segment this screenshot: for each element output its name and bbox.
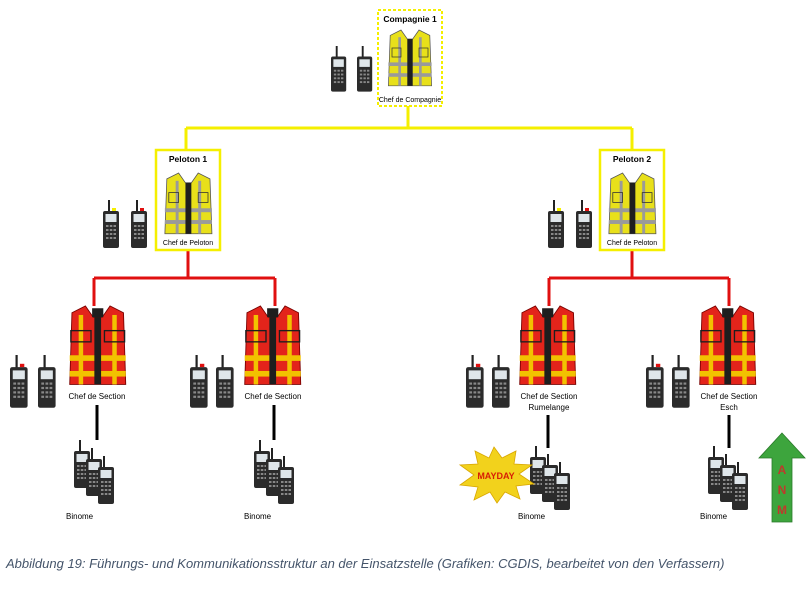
anm-letter-m: M [777, 503, 787, 517]
binome-label: Binome [244, 512, 272, 521]
mayday-text: MAYDAY [477, 471, 514, 481]
radio-handset-icon [646, 355, 664, 408]
platoon-role: Chef de Peloton [163, 240, 213, 247]
binome-group-4: Binome [700, 446, 748, 521]
binome-label: Binome [66, 512, 94, 521]
binome-group-1: Binome [66, 440, 114, 521]
radio-handset-icon [103, 200, 119, 248]
mayday-burst-icon [458, 446, 536, 504]
platoon-node-2: Peloton 2 Chef de Peloton [548, 148, 666, 252]
anm-arrow: A N M [758, 432, 806, 523]
binome-group-3: Binome [518, 446, 570, 521]
red-vest-icon [244, 305, 302, 386]
platoon-title: Peloton 2 [613, 154, 652, 164]
section-node-4: Chef de Section Esch [646, 305, 758, 412]
radio-handset-icon [672, 355, 690, 408]
anm-letter-a: A [778, 463, 787, 477]
platoon-title: Peloton 1 [169, 154, 208, 164]
command-structure-diagram: Compagnie 1 Chef de Compagnie Peloton 1 … [0, 9, 806, 523]
company-role: Chef de Compagnie [379, 97, 441, 104]
platoon-node-1: Peloton 1 Chef de Peloton [103, 148, 222, 252]
radio-handset-icon [131, 200, 147, 248]
radio-handset-icon [190, 355, 208, 408]
radio-handset-icon [38, 355, 56, 408]
section-role: Chef de Section [521, 392, 578, 401]
section-location: Esch [720, 403, 738, 412]
radio-handset-icon [548, 200, 564, 248]
radio-handset-icon [357, 46, 373, 92]
anm-letter-n: N [778, 483, 787, 497]
up-arrow-icon [758, 432, 806, 523]
company-title: Compagnie 1 [383, 14, 437, 24]
section-role: Chef de Section [701, 392, 758, 401]
binome-label: Binome [700, 512, 728, 521]
radio-handset-icon [492, 355, 510, 408]
radio-handset-icon [576, 200, 592, 248]
binome-label: Binome [518, 512, 546, 521]
radio-handset-icon [10, 355, 28, 408]
radio-handset-icon [466, 355, 484, 408]
platoon-role: Chef de Peloton [607, 240, 657, 247]
company-node: Compagnie 1 Chef de Compagnie [331, 9, 443, 107]
section-node-3: Chef de Section Rumelange [466, 305, 578, 412]
radio-handset-icon [216, 355, 234, 408]
section-node-1: Chef de Section [10, 305, 127, 408]
section-role: Chef de Section [69, 392, 126, 401]
red-vest-icon [69, 305, 127, 386]
mayday-burst: MAYDAY [458, 446, 536, 504]
red-vest-icon [519, 305, 577, 386]
section-node-2: Chef de Section [190, 305, 302, 408]
section-role: Chef de Section [245, 392, 302, 401]
section-location: Rumelange [529, 403, 570, 412]
radio-handset-icon [331, 46, 347, 92]
connector-lines [92, 106, 731, 448]
red-vest-icon [699, 305, 757, 386]
figure-caption: Abbildung 19: Führungs- und Kommunikatio… [6, 556, 725, 571]
binome-group-2: Binome [244, 440, 294, 521]
